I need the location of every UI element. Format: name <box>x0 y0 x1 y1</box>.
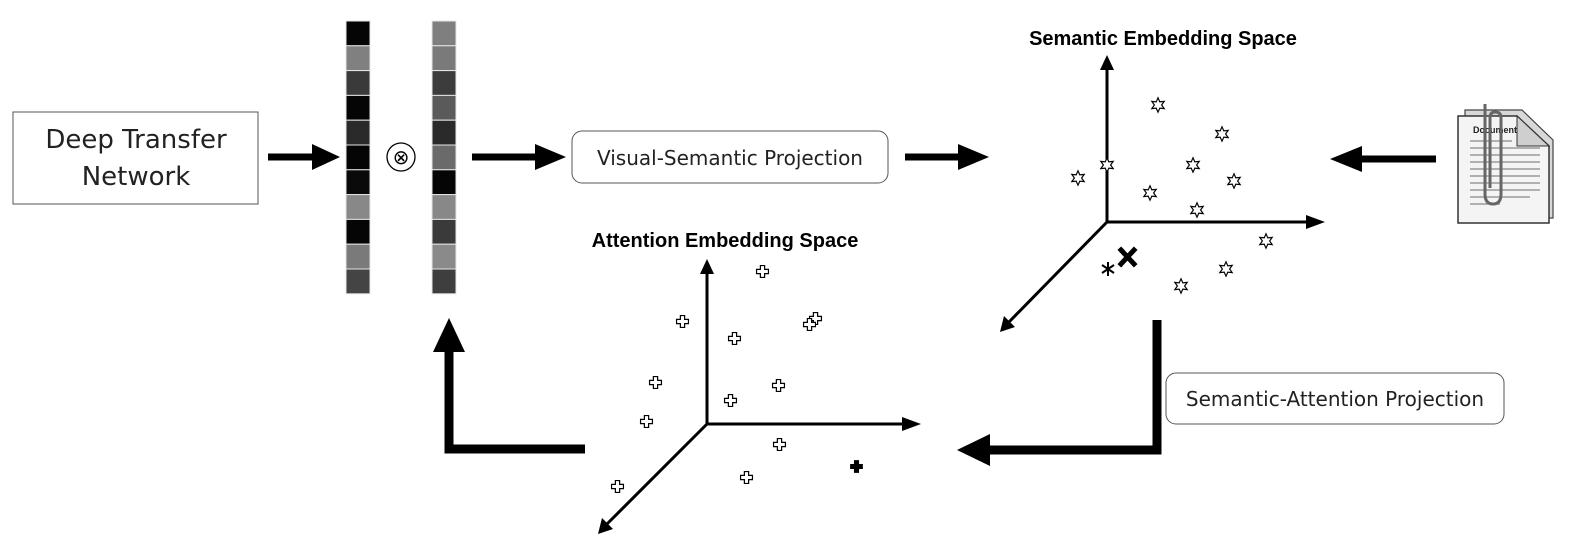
vector-cell <box>431 194 457 220</box>
multiply-symbol: ⊗ <box>393 145 410 169</box>
semantic-point <box>1071 170 1085 186</box>
semantic-point <box>1100 157 1114 173</box>
attention-point <box>675 314 690 329</box>
attention-point <box>755 264 770 279</box>
visual-semantic-projection-box: Visual-Semantic Projection <box>571 130 889 184</box>
attention-point <box>727 331 742 346</box>
visual-feature-vector <box>345 20 371 295</box>
semantic-point <box>1186 157 1200 173</box>
attention-embedding-space: Attention Embedding Space <box>592 230 921 534</box>
vector-cell <box>431 20 457 47</box>
arrow-network-to-features <box>268 144 340 170</box>
vector-cell <box>431 218 457 245</box>
arrow-semantic-to-attention-space <box>957 320 1162 466</box>
semantic-point <box>1219 261 1233 277</box>
attention-axes <box>598 259 921 534</box>
vector-cell <box>345 243 371 270</box>
document-icon-label: Document <box>1473 125 1517 135</box>
vector-cell <box>345 45 371 72</box>
vector-cell <box>431 94 457 121</box>
attention-weight-vector <box>431 20 457 295</box>
attention-point <box>610 479 625 494</box>
vector-cell <box>345 144 371 171</box>
attention-point <box>639 414 654 429</box>
semantic-point <box>1259 233 1273 249</box>
vector-cell <box>345 70 371 96</box>
vector-cell <box>431 144 457 171</box>
attention-point <box>771 378 786 393</box>
vector-cell <box>345 20 371 47</box>
deep-transfer-label-line2: Network <box>82 162 191 192</box>
arrow-features-to-projection <box>472 144 566 170</box>
semantic-axes <box>1000 55 1325 332</box>
vector-cell <box>345 169 371 196</box>
attention-point <box>723 393 738 408</box>
semantic-point <box>1143 185 1157 201</box>
vector-cell <box>345 218 371 245</box>
multiply-operator: ⊗ <box>386 142 416 172</box>
arrow-projection-to-semantic-space <box>905 144 989 170</box>
semantic-attention-projection-box: Semantic-Attention Projection <box>1165 372 1505 425</box>
vector-cell <box>431 119 457 146</box>
deep-transfer-label-line1: Deep Transfer <box>45 125 227 155</box>
semantic-query-point <box>1101 262 1115 276</box>
vector-cell <box>345 194 371 220</box>
document-icon: Document <box>1457 104 1554 224</box>
attention-space-title: Attention Embedding Space <box>592 230 859 252</box>
semantic-class-points <box>1071 97 1273 294</box>
attention-point <box>648 375 663 390</box>
vector-cell <box>431 243 457 270</box>
vector-cell <box>431 169 457 196</box>
attention-point <box>772 437 787 452</box>
semantic-attention-label: Semantic-Attention Projection <box>1186 387 1484 411</box>
semantic-space-title: Semantic Embedding Space <box>1029 28 1297 50</box>
vector-cell <box>345 94 371 121</box>
semantic-embedding-space: Semantic Embedding Space <box>1000 28 1325 332</box>
semantic-point <box>1151 97 1165 113</box>
attention-query-point <box>850 460 863 473</box>
attention-point <box>739 470 754 485</box>
attention-class-points <box>610 264 863 494</box>
semantic-prototype-cross <box>1117 246 1138 268</box>
vector-cell <box>431 45 457 72</box>
semantic-point <box>1227 173 1241 189</box>
visual-semantic-label: Visual-Semantic Projection <box>597 146 863 170</box>
vector-cell <box>431 268 457 295</box>
vector-cell <box>431 70 457 96</box>
vector-cell <box>345 268 371 295</box>
arrow-document-to-semantic-space <box>1330 146 1436 172</box>
semantic-point <box>1190 202 1204 218</box>
vector-cell <box>345 119 371 146</box>
deep-transfer-network-box: Deep Transfer Network <box>12 111 259 205</box>
semantic-point <box>1215 126 1229 142</box>
arrow-attention-to-vector <box>433 318 585 454</box>
semantic-point <box>1174 278 1188 294</box>
